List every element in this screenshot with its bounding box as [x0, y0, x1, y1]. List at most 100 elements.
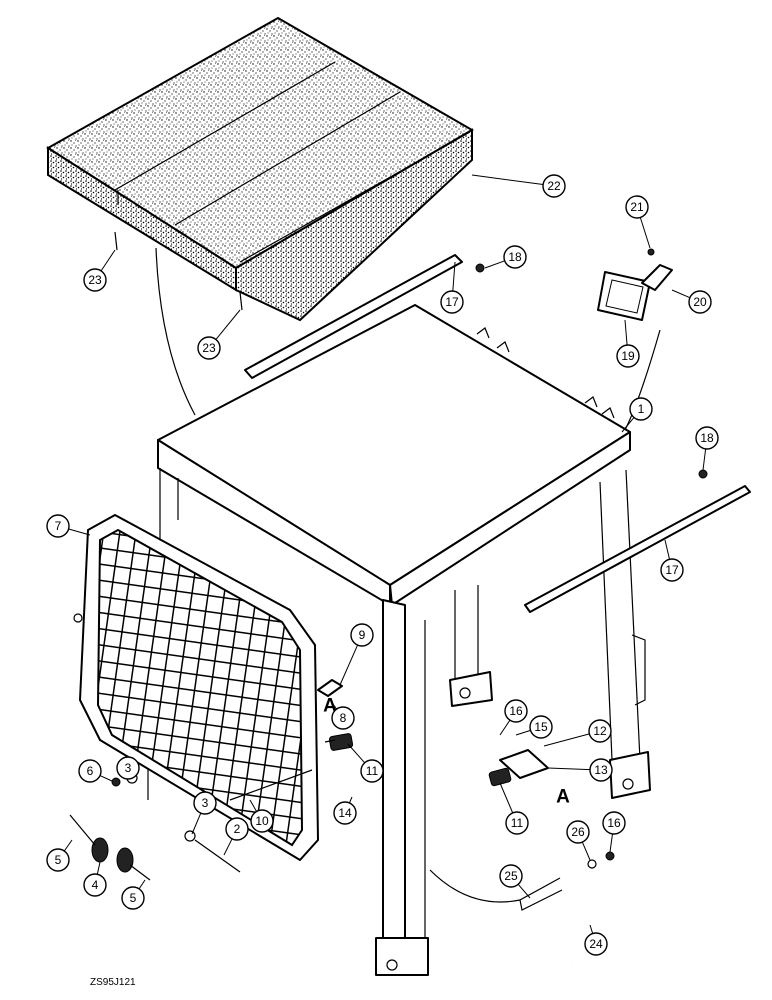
callout-26: 26: [566, 820, 591, 861]
callout-circle: [197, 336, 221, 360]
callout-16: 16: [602, 811, 626, 853]
callout-leader: [702, 448, 707, 471]
callout-leader: [329, 699, 337, 710]
detail-marker-a: A: [556, 787, 570, 808]
callout-16: 16: [499, 699, 528, 736]
callout-number: 15: [534, 720, 548, 734]
callout-10: 10: [249, 799, 274, 833]
callout-leader: [624, 319, 628, 346]
callout-24: 24: [584, 924, 608, 956]
callout-leader: [499, 719, 511, 736]
callout-15: 15: [515, 715, 553, 739]
callout-circle: [660, 558, 684, 582]
callout-leader: [471, 174, 544, 186]
callout-number: 2: [234, 822, 241, 836]
callout-number: 5: [130, 891, 137, 905]
callout-number: 17: [445, 295, 459, 309]
callout-leader: [589, 924, 594, 934]
callout-17: 17: [440, 261, 464, 314]
callout-3: 3: [191, 791, 217, 835]
callout-circle: [584, 932, 608, 956]
callout-leader: [499, 782, 514, 814]
callout-number: 7: [55, 519, 62, 533]
callout-2: 2: [223, 817, 249, 856]
callout-circle: [193, 791, 217, 815]
trim-strip-part: [244, 254, 751, 613]
callout-leader: [581, 841, 591, 861]
callout-11: 11: [499, 782, 529, 835]
callout-number: 19: [621, 349, 635, 363]
callout-number: 18: [700, 431, 714, 445]
callout-20: 20: [671, 289, 712, 314]
callout-leader: [68, 528, 91, 536]
callout-21: 21: [625, 195, 651, 249]
callout-number: 13: [594, 763, 608, 777]
callout-circle: [440, 290, 464, 314]
foam-pad-part: [46, 16, 474, 322]
callout-23: 23: [83, 249, 116, 292]
callout-leader: [96, 861, 101, 875]
callout-circle: [360, 759, 384, 783]
callout-number: 23: [202, 341, 216, 355]
callout-number: 18: [508, 250, 522, 264]
callout-number: 16: [607, 816, 621, 830]
callout-circle: [225, 817, 249, 841]
callout-number: 20: [693, 295, 707, 309]
callout-1: 1: [621, 397, 653, 433]
figure-id: ZS95J121: [90, 977, 136, 988]
callout-circle: [116, 756, 140, 780]
callout-circle: [83, 268, 107, 292]
callout-circle: [688, 290, 712, 314]
callout-leader: [191, 812, 202, 835]
callout-leader: [99, 775, 113, 782]
callout-leader: [515, 729, 531, 736]
callout-leader: [621, 417, 635, 433]
callout-23: 23: [197, 309, 241, 360]
callout-number: 26: [571, 825, 585, 839]
callout-18: 18: [695, 426, 719, 471]
callout-leader: [249, 799, 257, 812]
callout-number: 14: [338, 806, 352, 820]
callout-leader: [484, 260, 505, 269]
callout-number: 16: [509, 704, 523, 718]
callout-circle: [350, 623, 374, 647]
callout-circle: [589, 758, 613, 782]
callout-25: 25: [499, 864, 531, 899]
callout-leader: [339, 644, 359, 686]
mirror-part: [597, 248, 673, 321]
screen-guard-part: [73, 514, 319, 861]
callout-number: 10: [255, 814, 269, 828]
callout-circle: [566, 820, 590, 844]
callout-leader: [452, 261, 456, 292]
callout-leader: [609, 833, 613, 853]
callout-leader: [138, 879, 146, 890]
callout-circle: [616, 344, 640, 368]
callout-circle: [629, 397, 653, 421]
callout-number: 11: [366, 764, 379, 778]
callout-4: 4: [83, 861, 107, 897]
callout-circle: [695, 426, 719, 450]
callout-number: 8: [340, 711, 347, 725]
callout-leader: [347, 743, 366, 764]
callout-leader: [215, 309, 241, 340]
callout-18: 18: [484, 245, 527, 269]
callout-circle: [46, 514, 70, 538]
callout-leader: [63, 839, 73, 852]
callout-circle: [542, 174, 566, 198]
callout-number: 21: [630, 200, 644, 214]
callout-5: 5: [121, 879, 146, 910]
callout-12: 12: [543, 719, 612, 747]
callout-number: 4: [92, 878, 99, 892]
callout-circle: [83, 873, 107, 897]
callout-number: 24: [589, 937, 603, 951]
canopy-frame-part: [147, 304, 651, 976]
callout-13: 13: [547, 758, 613, 782]
callout-leader: [543, 733, 590, 747]
callout-circle: [121, 886, 145, 910]
callout-number: 12: [593, 724, 607, 738]
callout-5: 5: [46, 839, 73, 872]
callout-circle: [503, 245, 527, 269]
callout-circle: [499, 864, 523, 888]
callout-19: 19: [616, 319, 640, 368]
